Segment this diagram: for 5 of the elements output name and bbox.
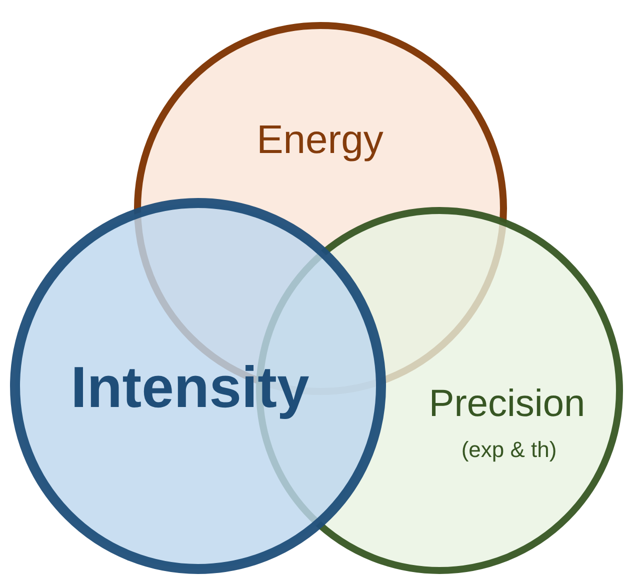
set-label: Energy <box>256 120 384 160</box>
set-label: Intensity <box>70 359 310 417</box>
venn-circle <box>10 198 386 574</box>
set-note: (exp & th) <box>461 439 557 461</box>
set-label: Precision <box>428 385 586 423</box>
